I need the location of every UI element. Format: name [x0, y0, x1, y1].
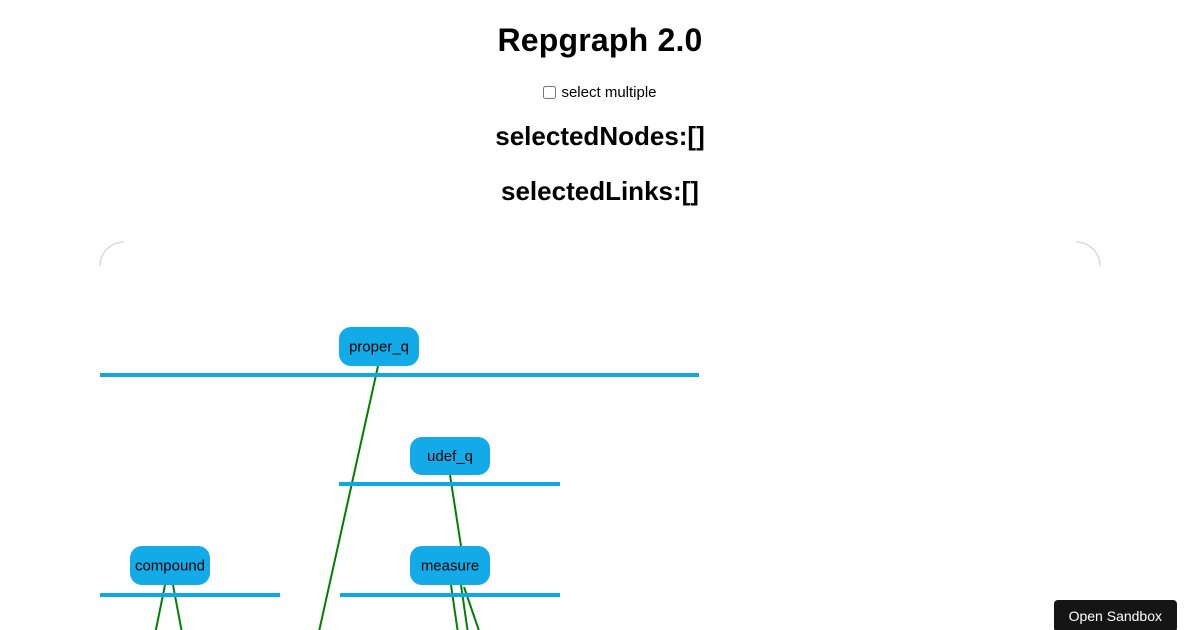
- selected-nodes-heading: selectedNodes:[]: [495, 121, 705, 151]
- selected-links-heading: selectedLinks:[]: [501, 176, 699, 206]
- graph-node-rect[interactable]: [339, 327, 419, 366]
- canvas-border-arc: [99, 241, 125, 267]
- graph-edge[interactable]: [463, 586, 487, 630]
- graph-node-label: compound: [135, 558, 205, 575]
- graph-edge[interactable]: [314, 365, 379, 630]
- graph-node-compound[interactable]: compound: [130, 546, 210, 585]
- graph-edge[interactable]: [151, 584, 166, 630]
- select-multiple-label: select multiple: [561, 84, 657, 101]
- graph-node-proper_q[interactable]: proper_q: [339, 327, 419, 366]
- graph-canvas[interactable]: proper_q udef_q compound measure: [0, 22, 1200, 630]
- page-title: Repgraph 2.0: [497, 22, 703, 58]
- graph-node-label: proper_q: [349, 339, 409, 356]
- graph-node-measure[interactable]: measure: [410, 546, 490, 585]
- graph-node-label: udef_q: [427, 448, 473, 465]
- graph-node-udef_q[interactable]: udef_q: [410, 437, 490, 475]
- select-multiple-row: select multiple: [0, 84, 1200, 101]
- open-sandbox-button[interactable]: Open Sandbox: [1053, 600, 1177, 630]
- graph-edge[interactable]: [172, 584, 186, 630]
- graph-node-rect[interactable]: [410, 546, 490, 585]
- graph-node-rect[interactable]: [130, 546, 210, 585]
- graph-edge[interactable]: [450, 584, 461, 630]
- graph-edge[interactable]: [449, 474, 462, 547]
- graph-node-rect[interactable]: [410, 437, 490, 475]
- canvas-border-arc: [1075, 241, 1101, 267]
- header: Repgraph 2.0 select multiple selectedNod…: [0, 22, 1200, 207]
- select-multiple-checkbox[interactable]: [543, 86, 557, 99]
- graph-node-label: measure: [421, 558, 479, 575]
